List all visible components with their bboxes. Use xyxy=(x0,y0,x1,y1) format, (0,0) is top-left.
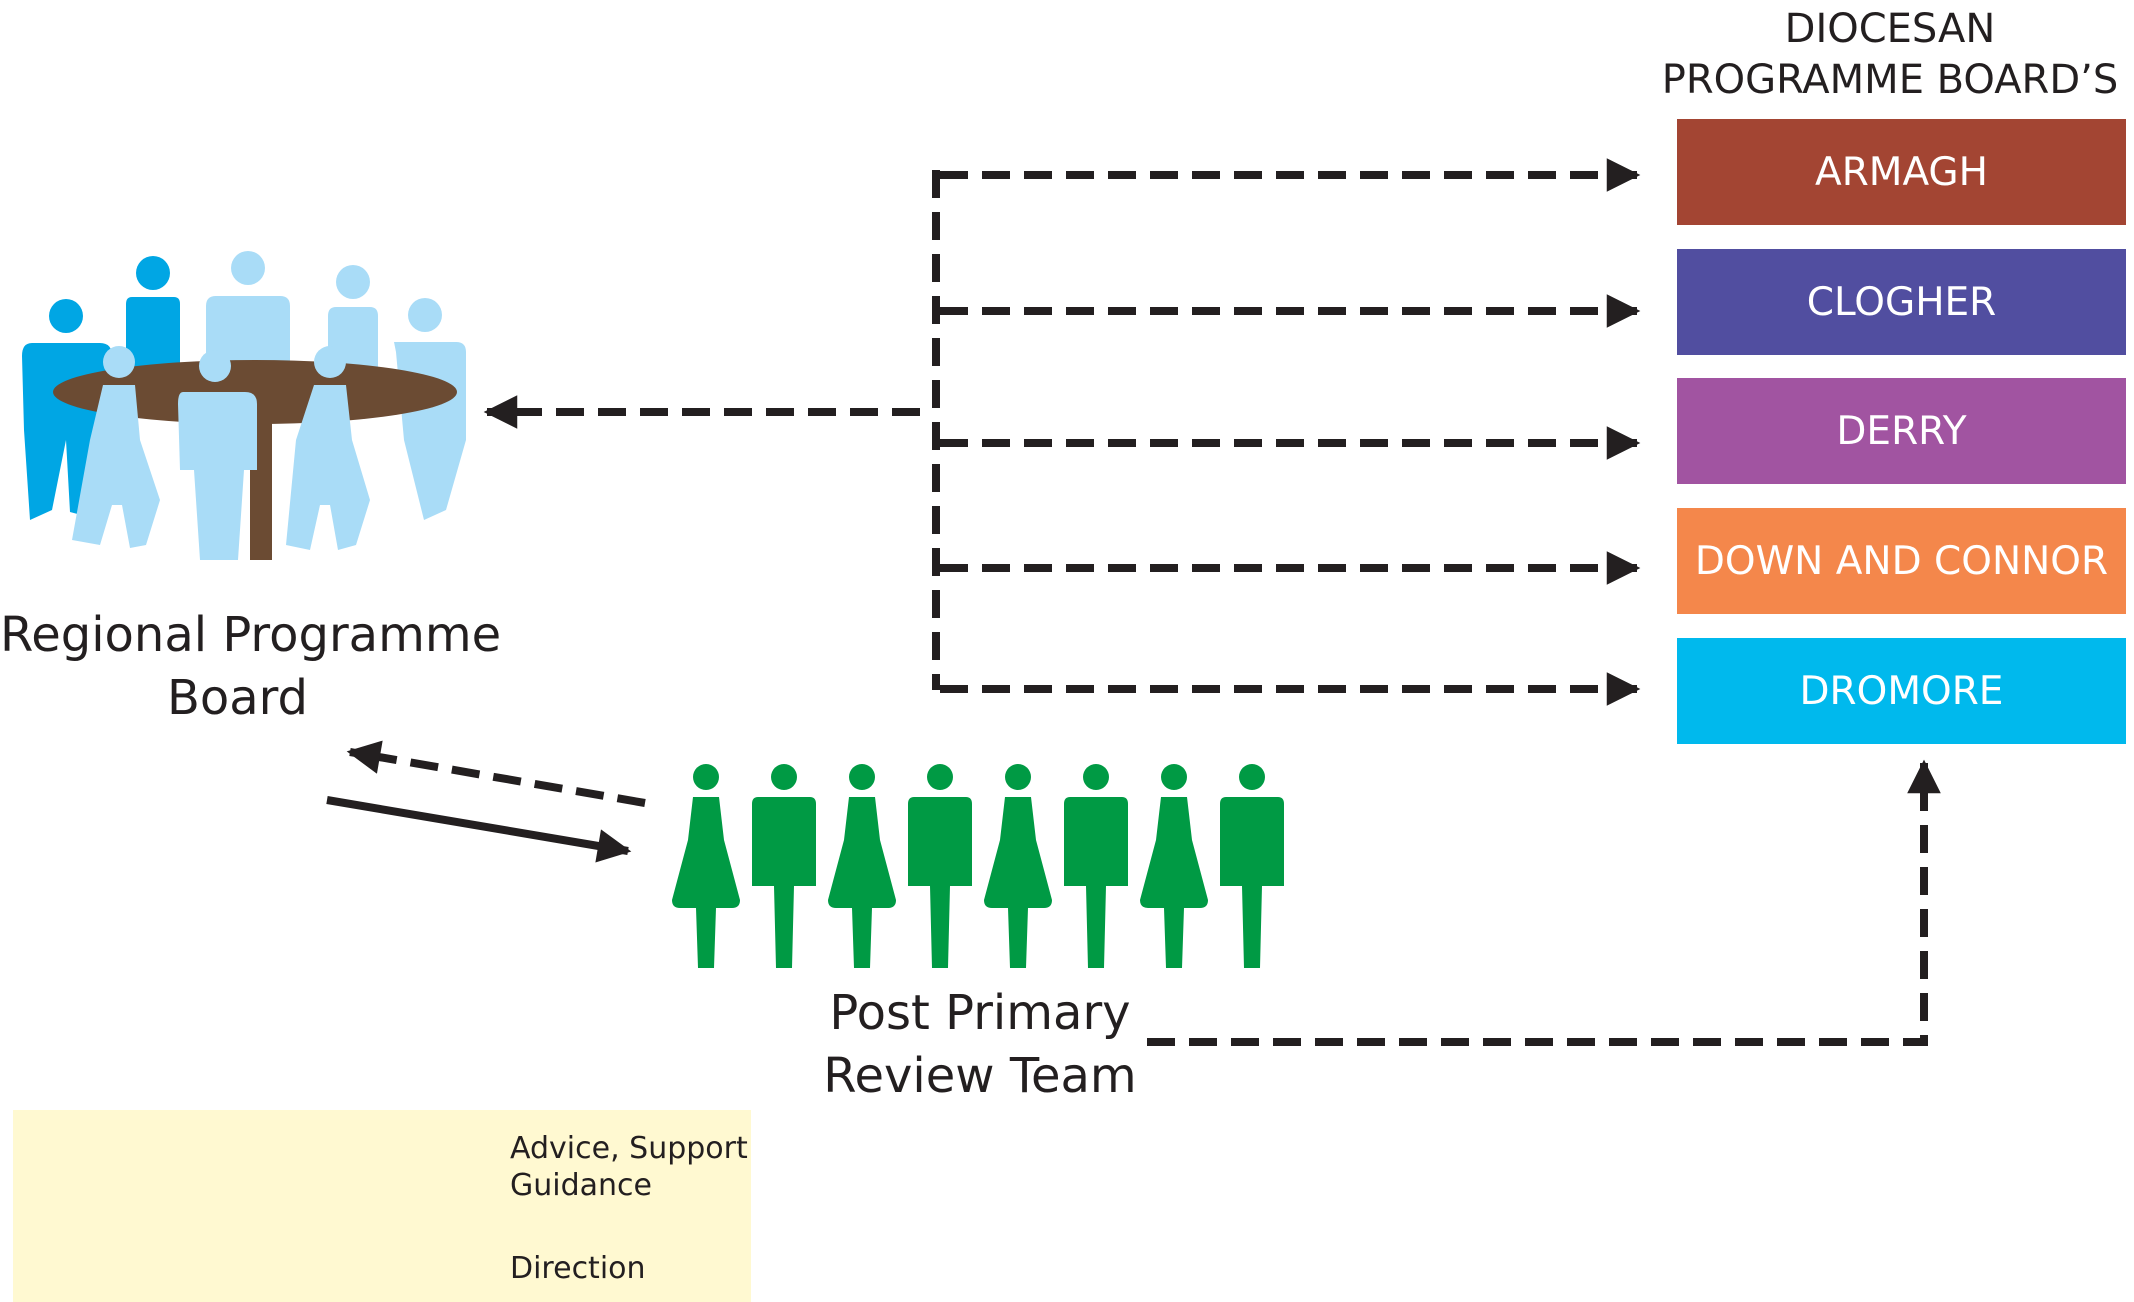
team-member-figure xyxy=(828,764,896,968)
regional-board-label: Regional Programme Board xyxy=(0,604,502,730)
board-armagh-label: ARMAGH xyxy=(1815,149,1988,195)
team-member-figure xyxy=(984,764,1052,968)
board-dromore: DROMORE xyxy=(1677,638,2126,744)
review-team-label-line1: Post Primary xyxy=(829,985,1131,1041)
review-team-label: Post Primary Review Team xyxy=(780,982,1180,1108)
board-derry: DERRY xyxy=(1677,378,2126,484)
people-around-table-icon xyxy=(22,251,466,560)
board-clogher: CLOGHER xyxy=(1677,249,2126,355)
team-member-figure xyxy=(672,764,740,968)
team-member-figure xyxy=(1064,764,1128,968)
board-derry-label: DERRY xyxy=(1836,408,1967,454)
board-dromore-label: DROMORE xyxy=(1799,668,2004,714)
team-member-figure xyxy=(1220,764,1284,968)
review-team-label-line2: Review Team xyxy=(823,1048,1137,1104)
legend-advice-line2: Guidance xyxy=(510,1168,652,1203)
diocesan-title-line2: PROGRAMME BOARD’S xyxy=(1661,57,2119,103)
group-of-people-icon xyxy=(672,764,1284,968)
arrow-review-team-to-regional xyxy=(346,740,646,807)
advice-arrows-to-boards xyxy=(346,158,1941,1046)
arrow-review-team-to-dromore xyxy=(1147,759,1941,1046)
direction-arrow-regional-to-team xyxy=(326,796,632,863)
legend-direction-label: Direction xyxy=(510,1251,646,1286)
team-member-figure xyxy=(752,764,816,968)
regional-label-line2: Board xyxy=(166,670,309,726)
regional-label-line1: Regional Programme xyxy=(0,607,502,663)
team-member-figure xyxy=(1140,764,1208,968)
legend xyxy=(13,1110,751,1302)
diocesan-title-line1: DIOCESAN xyxy=(1784,6,1996,52)
legend-advice-line1: Advice, Support xyxy=(510,1131,748,1166)
board-armagh: ARMAGH xyxy=(1677,119,2126,225)
diocesan-title: DIOCESAN PROGRAMME BOARD’S xyxy=(1640,4,2134,106)
legend-advice-label: Advice, Support Guidance xyxy=(510,1130,748,1204)
team-member-figure xyxy=(908,764,972,968)
board-down-and-connor: DOWN AND CONNOR xyxy=(1677,508,2126,614)
board-down-and-connor-label: DOWN AND CONNOR xyxy=(1694,538,2109,584)
board-clogher-label: CLOGHER xyxy=(1806,279,1997,325)
